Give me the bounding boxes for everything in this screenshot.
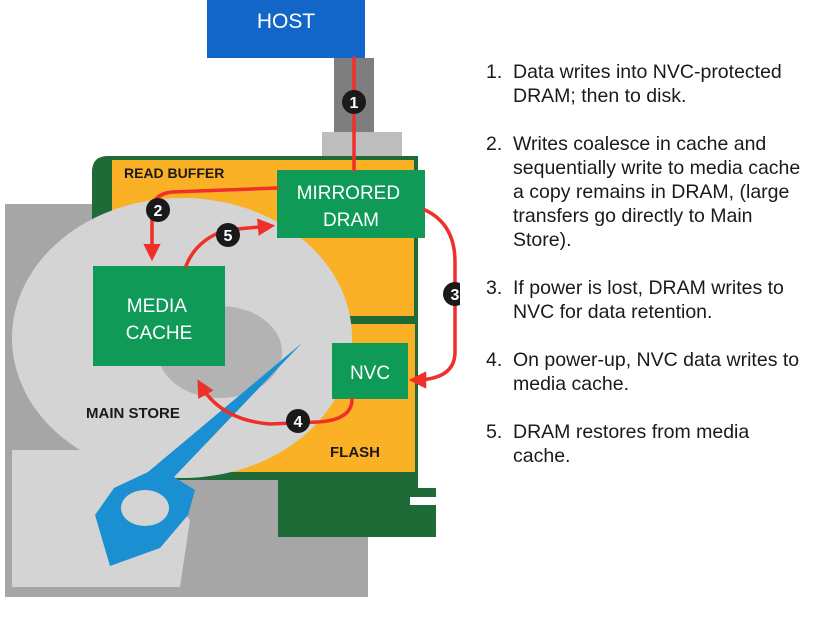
read-buffer-label: READ BUFFER — [124, 165, 224, 181]
step-2-text: Writes coalesce in cache and sequentiall… — [513, 133, 801, 251]
storage-diagram: HOST READ BUFFER MAIN STORE MIRRORED DRA… — [5, 0, 460, 597]
step-1-text: Data writes into NVC-protected DRAM; the… — [513, 61, 782, 107]
step-marker-3: 3 — [443, 282, 460, 306]
step-marker-3-label: 3 — [451, 287, 460, 304]
step-5: 5. DRAM restores from media cache. — [486, 420, 812, 468]
step-3-text: If power is lost, DRAM writes to NVC for… — [513, 277, 784, 323]
step-marker-2: 2 — [146, 198, 170, 222]
media-cache-label-line1: MEDIA — [127, 296, 188, 317]
flash-label: FLASH — [330, 444, 380, 461]
mirrored-dram-label-line1: MIRRORED — [297, 183, 400, 204]
arm-pivot — [121, 490, 169, 526]
mirrored-dram-label-line2: DRAM — [323, 210, 379, 231]
step-2-number: 2. — [486, 133, 503, 155]
step-marker-1-label: 1 — [350, 95, 359, 112]
main-store-label: MAIN STORE — [86, 405, 180, 422]
step-5-text: DRAM restores from media cache. — [513, 421, 750, 467]
step-marker-5-label: 5 — [224, 228, 233, 245]
arrow-dram-to-nvc — [408, 208, 457, 389]
steps-list: 1. Data writes into NVC-protected DRAM; … — [486, 60, 812, 492]
media-cache-label: MEDIA CACHE — [126, 296, 193, 344]
step-2: 2. Writes coalesce in cache and sequenti… — [486, 132, 812, 252]
step-5-number: 5. — [486, 421, 503, 443]
step-1-number: 1. — [486, 61, 503, 83]
step-3-number: 3. — [486, 277, 503, 299]
mirrored-dram-label: MIRRORED DRAM — [297, 183, 406, 231]
step-marker-2-label: 2 — [154, 203, 163, 220]
connector-plug — [322, 132, 402, 156]
mirrored-dram-chip — [277, 170, 425, 238]
step-3: 3. If power is lost, DRAM writes to NVC … — [486, 276, 812, 324]
step-4-text: On power-up, NVC data writes to media ca… — [513, 349, 800, 395]
host-box — [207, 0, 365, 58]
media-cache-label-line2: CACHE — [126, 323, 193, 344]
step-marker-1: 1 — [342, 90, 366, 114]
step-marker-4-label: 4 — [294, 414, 303, 431]
media-cache-chip — [93, 266, 225, 366]
nvc-chip — [332, 343, 408, 399]
step-4-number: 4. — [486, 349, 503, 371]
step-4: 4. On power-up, NVC data writes to media… — [486, 348, 812, 396]
step-marker-5: 5 — [216, 223, 240, 247]
step-1: 1. Data writes into NVC-protected DRAM; … — [486, 60, 812, 108]
step-marker-4: 4 — [286, 409, 310, 433]
nvc-label: NVC — [350, 363, 390, 384]
arrow-nvc-to-media-cache — [197, 379, 354, 426]
host-label: HOST — [257, 10, 316, 33]
